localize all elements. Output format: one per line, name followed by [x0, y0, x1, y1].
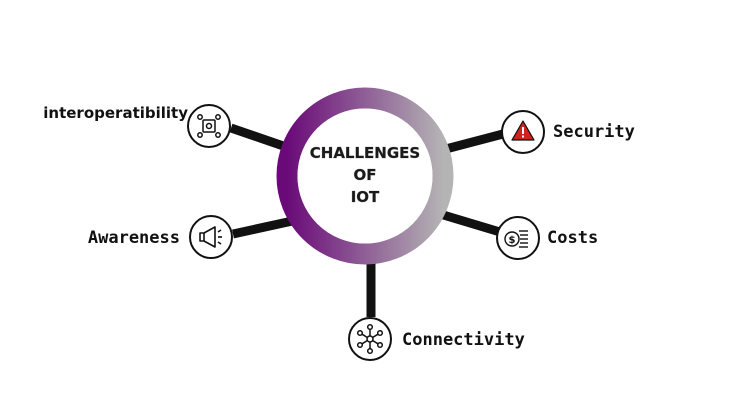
- center-ring: [276, 87, 454, 265]
- coins-icon: $: [504, 230, 528, 248]
- hub-nodes-icon: [356, 323, 384, 355]
- connector-security: [440, 129, 505, 155]
- node-costs: $ Costs: [496, 216, 598, 260]
- label-awareness: Awareness: [88, 228, 180, 248]
- center-title-line-2: OF: [354, 166, 377, 184]
- icon-circle-awareness: [189, 215, 233, 259]
- center-title-line-3: IOT: [351, 188, 380, 206]
- connector-costs: [438, 209, 502, 237]
- megaphone-icon: [199, 226, 222, 248]
- network-nodes-icon: [197, 114, 221, 138]
- label-costs: Costs: [547, 228, 598, 248]
- node-security: Security: [501, 110, 635, 154]
- icon-circle-costs: [496, 216, 540, 260]
- node-interoperability: interoperatibility: [43, 104, 231, 148]
- icon-circle-interoperability: [187, 104, 231, 148]
- node-awareness: Awareness: [88, 215, 233, 259]
- label-interoperability: interoperatibility: [43, 104, 188, 122]
- svg-text:$: $: [509, 235, 516, 246]
- node-connectivity: Connectivity: [348, 317, 525, 361]
- warning-triangle-icon: [511, 120, 535, 141]
- icon-circle-connectivity: [348, 317, 392, 361]
- label-security: Security: [553, 122, 635, 142]
- center-node: CHALLENGES OF IOT: [276, 87, 454, 265]
- center-title-line-1: CHALLENGES: [310, 144, 420, 162]
- center-disc: [297, 108, 433, 244]
- label-connectivity: Connectivity: [402, 330, 525, 350]
- connector-awareness: [232, 215, 298, 239]
